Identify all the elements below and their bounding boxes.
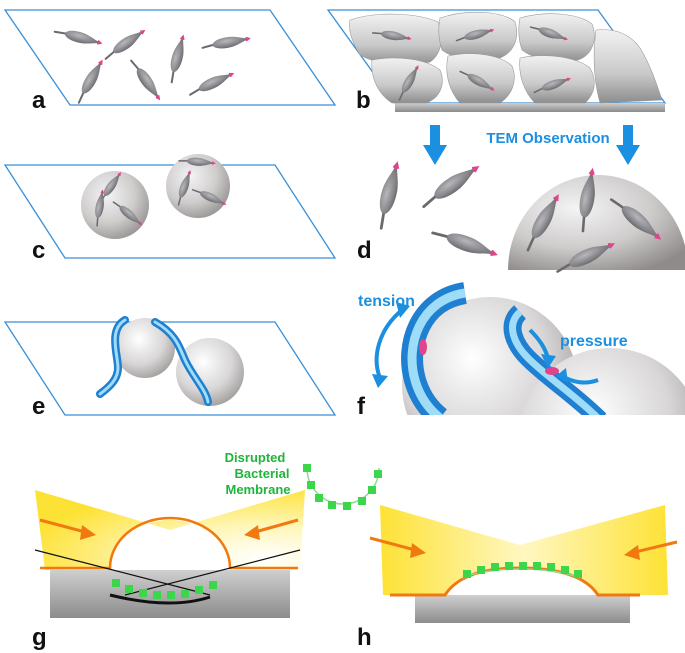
disrupted-membrane: [303, 464, 382, 510]
force-arrow-icon: [624, 540, 678, 560]
tension-label: tension: [358, 293, 415, 310]
down-arrow-icon: [616, 125, 640, 165]
substrate-plane: [3, 9, 337, 106]
force-arrow-icon: [244, 518, 299, 540]
panel-label-f: f: [357, 393, 366, 420]
nanosphere-closeup: [402, 297, 578, 415]
panel-g: Disrupted Bacterial Membrane: [32, 450, 382, 651]
membrane-label-line3: Membrane: [225, 482, 290, 497]
panel-label-b: b: [356, 87, 371, 114]
bacterial-membrane: [463, 562, 582, 578]
panel-label-c: c: [32, 237, 45, 264]
nanosphere: [176, 338, 244, 406]
membrane-label-line1: Disrupted: [225, 450, 286, 465]
substrate-side: [395, 103, 665, 112]
panel-label-g: g: [32, 624, 47, 651]
panel-d: TEM Observation d: [357, 125, 685, 278]
panel-e: e: [3, 316, 337, 420]
pressure-label: pressure: [560, 333, 628, 350]
curved-arrow-icon: [528, 328, 599, 385]
membrane-label-line2: Bacterial: [235, 466, 290, 481]
panel-c: c: [3, 154, 337, 264]
force-arrow-icon: [369, 536, 426, 558]
panel-label-e: e: [32, 393, 45, 420]
down-arrow-icon: [423, 125, 447, 165]
nanosphere: [115, 318, 175, 378]
stress-wave: [380, 505, 668, 595]
reference-line: [124, 549, 301, 596]
stress-point: [419, 339, 427, 355]
panel-label-a: a: [32, 87, 46, 114]
panel-a: a: [3, 9, 337, 114]
stress-wave: [35, 490, 305, 570]
stress-point: [545, 367, 559, 375]
surface-contour: [40, 516, 298, 570]
free-bacteria: [371, 160, 499, 263]
panel-h: h: [357, 505, 678, 651]
tem-observation-label: TEM Observation: [486, 130, 609, 147]
panel-label-h: h: [357, 624, 372, 651]
panel-b: b: [326, 9, 667, 114]
substrate-base: [415, 595, 630, 623]
reference-line: [34, 549, 211, 596]
panel-label-d: d: [357, 237, 372, 264]
bacterial-membrane: [112, 579, 217, 599]
substrate-plane: [3, 321, 337, 416]
panel-f: tension pressure f: [357, 282, 685, 420]
nanosphere-closeup: [508, 175, 685, 270]
curved-arrow-icon: [372, 302, 410, 388]
nanostructure-tiles: [349, 11, 663, 104]
force-arrow-icon: [39, 518, 96, 540]
